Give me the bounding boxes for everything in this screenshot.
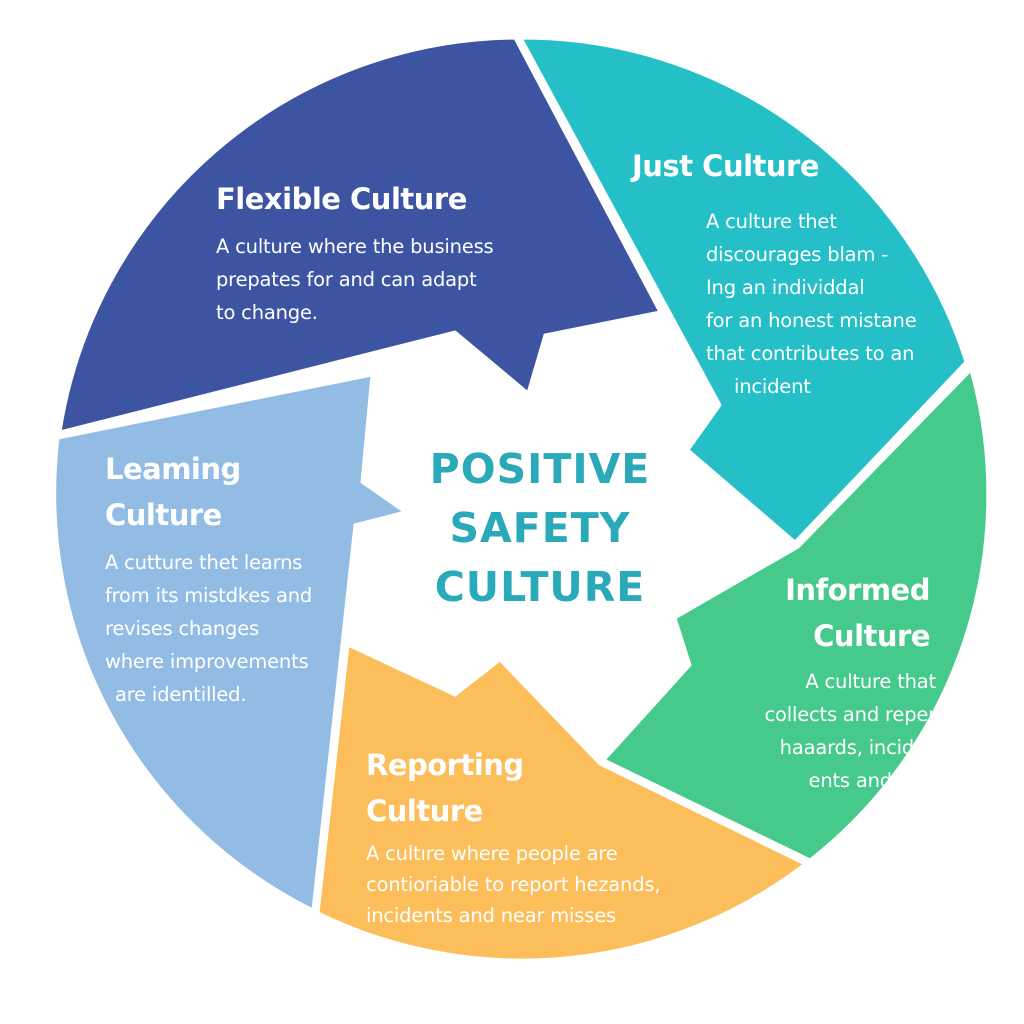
center-title-line: POSITIVE	[429, 445, 651, 493]
informed-body-line: A culture that	[805, 670, 936, 693]
just-heading: Just Culture	[632, 149, 820, 183]
center-title: POSITIVE SAFETY CULTURE	[400, 440, 680, 617]
reporting-body-line: incidents and near misses	[366, 904, 616, 927]
informed-body-line: ents and	[808, 769, 893, 792]
informed-body-line: collects and reper	[764, 703, 937, 726]
flexible-culture-text: Flexible Culture A culture where the bus…	[216, 176, 494, 329]
segment-just	[518, 36, 968, 545]
reporting-heading: Reporting	[366, 748, 524, 782]
segment-informed	[601, 367, 990, 862]
informed-body-line: haaards, incid-	[779, 736, 921, 759]
learning-heading: Leaming	[105, 452, 241, 486]
just-body-line: discourages blam -	[706, 243, 889, 266]
learning-body-line: revises changes	[105, 617, 259, 640]
segment-learning	[53, 373, 409, 913]
reporting-body-line: contiorіable to report hezands,	[366, 873, 661, 896]
center-title-line: CULTURE	[434, 563, 646, 611]
just-body-line: Ing an individdal	[706, 276, 865, 299]
learning-body-line: are identilled.	[115, 683, 247, 706]
flexible-body-line: A culture where the business	[216, 235, 494, 258]
learning-heading: Culture	[105, 498, 222, 532]
reporting-culture-text: Reporting Culture A cultıre where people…	[366, 742, 661, 931]
reporting-body-line: A cultıre where people are	[366, 842, 618, 865]
flexible-body-line: prepates for and can adapt	[216, 268, 477, 291]
flexible-heading: Flexible Culture	[216, 182, 467, 216]
informed-heading: Informed	[785, 573, 930, 607]
reporting-heading: Culture	[366, 794, 483, 828]
learning-culture-text: Leaming Culture A cutture thet learns fr…	[105, 446, 312, 711]
segment-flexible	[58, 36, 663, 435]
learning-body-line: from its mistdkes and	[105, 584, 313, 607]
just-body-line: for an honest mistane	[706, 309, 917, 332]
informed-heading: Culture	[813, 619, 930, 653]
learning-body-line: where improvements	[105, 650, 309, 673]
flexible-body-line: to change.	[216, 301, 318, 324]
learning-body-line: A cutture thet learns	[105, 551, 303, 574]
just-body-line: A culture thet	[706, 210, 837, 233]
segment-reporting	[316, 642, 808, 962]
just-culture-text: Just Culture A culture thet discourages …	[632, 143, 917, 403]
just-body-line: that contributes to an	[706, 342, 915, 365]
just-body-line: incident	[734, 375, 811, 398]
informed-culture-text: Informed Culture A culture that collects…	[765, 567, 937, 797]
center-title-line: SAFETY	[449, 504, 631, 552]
